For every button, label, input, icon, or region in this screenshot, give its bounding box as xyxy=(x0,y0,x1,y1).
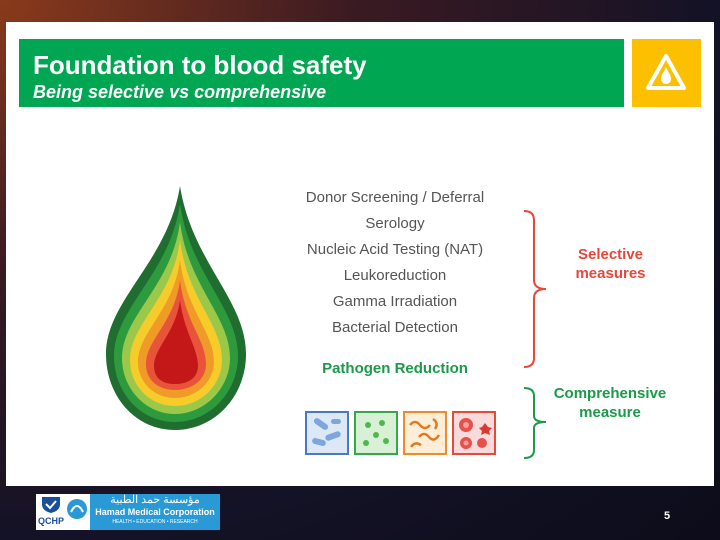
title-banner: Foundation to blood safety Being selecti… xyxy=(19,39,624,107)
hmc-arabic-name: مؤسسة حمد الطبية xyxy=(110,494,200,506)
virus-particles-icon xyxy=(354,411,398,455)
list-item: Nucleic Acid Testing (NAT) xyxy=(306,241,484,258)
bacteria-rods-icon xyxy=(305,411,349,455)
slide: Foundation to blood safety Being selecti… xyxy=(6,22,714,486)
warning-badge xyxy=(632,39,701,107)
parasites-icon xyxy=(403,411,447,455)
hmc-tagline: HEALTH • EDUCATION • RESEARCH xyxy=(112,519,198,525)
hamad-emblem-icon xyxy=(67,499,87,519)
qchp-logo: QCHP xyxy=(36,494,90,530)
selective-measures-list: Donor Screening / Deferral Serology Nucl… xyxy=(290,185,500,341)
list-item: Gamma Irradiation xyxy=(332,293,458,310)
warning-triangle-droplet-icon xyxy=(646,54,686,90)
list-item: Serology xyxy=(365,215,425,232)
qchp-text: QCHP xyxy=(38,516,65,526)
footer-logo: QCHP مؤسسة حمد الطبية Hamad Medical Corp… xyxy=(36,494,220,530)
comprehensive-label-line2: measure xyxy=(579,404,641,421)
hmc-logo: مؤسسة حمد الطبية Hamad Medical Corporati… xyxy=(90,494,220,530)
selective-label-line1: Selective xyxy=(577,246,644,263)
blood-cells-icon xyxy=(452,411,496,455)
page-title: Foundation to blood safety xyxy=(33,50,367,80)
blood-drop-layers-icon xyxy=(106,186,246,430)
selective-label-line2: measures xyxy=(575,265,646,282)
selective-measures-label: Selective measures xyxy=(563,245,658,283)
comprehensive-bracket xyxy=(523,387,547,459)
shield-icon xyxy=(42,497,60,513)
list-item: Leukoreduction xyxy=(343,267,447,284)
pathogen-reduction-title: Pathogen Reduction xyxy=(322,360,468,377)
page-number: 5 xyxy=(664,510,671,522)
comprehensive-label-line1: Comprehensive xyxy=(553,385,667,402)
page-subtitle: Being selective vs comprehensive xyxy=(33,82,327,102)
list-item: Donor Screening / Deferral xyxy=(305,189,485,206)
selective-bracket xyxy=(523,210,547,368)
list-item: Bacterial Detection xyxy=(332,319,458,336)
hmc-english-name: Hamad Medical Corporation xyxy=(95,507,215,517)
comprehensive-measure-label: Comprehensive measure xyxy=(545,384,675,422)
